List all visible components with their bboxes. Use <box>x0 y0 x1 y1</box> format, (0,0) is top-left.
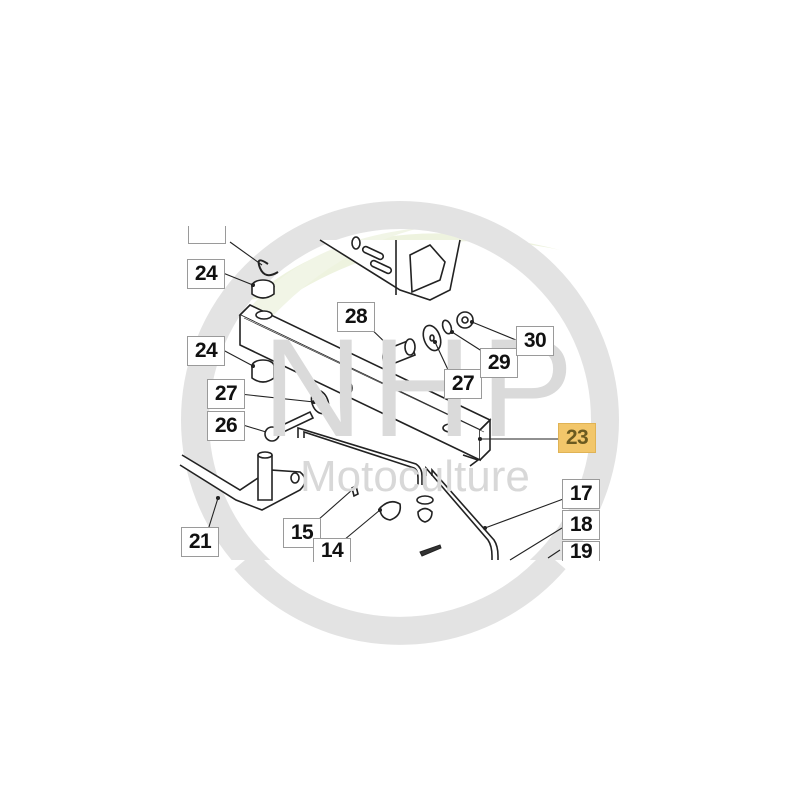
watermark-logo <box>180 201 620 645</box>
callout-24-lower[interactable]: 24 <box>187 336 225 366</box>
square-tube-part-23 <box>238 304 492 467</box>
callout-14[interactable]: 14 <box>313 538 351 562</box>
cotter-pin <box>419 544 442 557</box>
washer-part-27b <box>422 324 442 352</box>
nut-part-30 <box>456 311 474 329</box>
callout-27-left[interactable]: 27 <box>207 379 245 409</box>
screw-part-15 <box>351 484 359 498</box>
bushing-lower <box>251 359 275 383</box>
callout-17[interactable]: 17 <box>562 479 600 509</box>
rod-part-17 <box>425 465 499 560</box>
callout-24-top[interactable]: 24 <box>187 259 225 289</box>
callout-29[interactable]: 29 <box>480 348 518 378</box>
lock-washer-part-29 <box>441 319 453 335</box>
callout-30[interactable]: 30 <box>516 326 554 356</box>
frame-bracket <box>319 236 461 301</box>
washer-nut <box>416 495 434 523</box>
callout-23-highlighted[interactable]: 23 <box>558 423 596 453</box>
callout-27-right[interactable]: 27 <box>444 369 482 399</box>
circlip <box>257 259 279 277</box>
bushing-top <box>251 279 275 299</box>
callout-21[interactable]: 21 <box>181 527 219 557</box>
lever-part-21 <box>179 451 306 511</box>
washer-part-27a <box>310 389 330 415</box>
knob-part-14 <box>379 500 402 521</box>
callout-18[interactable]: 18 <box>562 510 600 540</box>
callout-26[interactable]: 26 <box>207 411 245 441</box>
bolt-part-26 <box>264 410 315 442</box>
callout-19[interactable]: 19 <box>562 541 600 562</box>
callout-28[interactable]: 28 <box>337 302 375 332</box>
callout-top-clipped[interactable] <box>188 226 226 244</box>
pin-part-28 <box>382 338 416 367</box>
bent-rod <box>297 426 423 485</box>
